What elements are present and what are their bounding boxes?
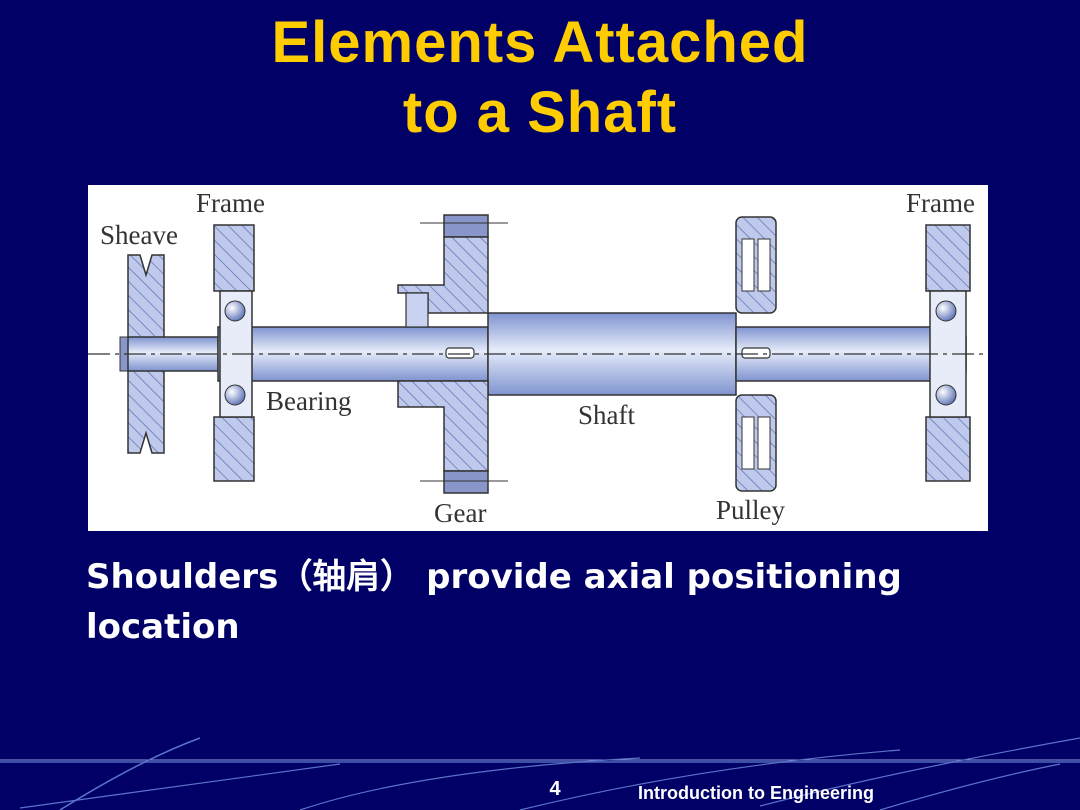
pulley-part — [735, 216, 777, 492]
label-pulley: Pulley — [716, 495, 786, 525]
label-bearing: Bearing — [266, 386, 351, 416]
label-frame-left: Frame — [196, 188, 265, 218]
shaft-assembly-diagram: Frame Frame Sheave Bearing Shaft Gear Pu… — [88, 185, 988, 531]
page-number: 4 — [549, 778, 561, 800]
label-frame-right: Frame — [906, 188, 975, 218]
slide-title: Elements Attached to a Shaft — [0, 8, 1080, 148]
footer-decoration — [0, 737, 1080, 810]
caption-line-2: location — [86, 607, 240, 647]
caption-line-1: Shoulders（轴肩） provide axial positioning — [86, 557, 902, 597]
label-sheave: Sheave — [100, 220, 178, 250]
label-shaft: Shaft — [578, 400, 635, 430]
title-line-1: Elements Attached — [271, 10, 809, 75]
frame-left-part — [213, 224, 255, 482]
title-line-2: to a Shaft — [402, 80, 678, 145]
caption-text: Shoulders（轴肩） provide axial positioning … — [86, 552, 986, 652]
frame-right-part — [925, 224, 971, 482]
label-gear: Gear — [434, 498, 486, 528]
gear-part — [397, 214, 508, 494]
footer-title: Introduction to Engineering — [638, 783, 874, 803]
